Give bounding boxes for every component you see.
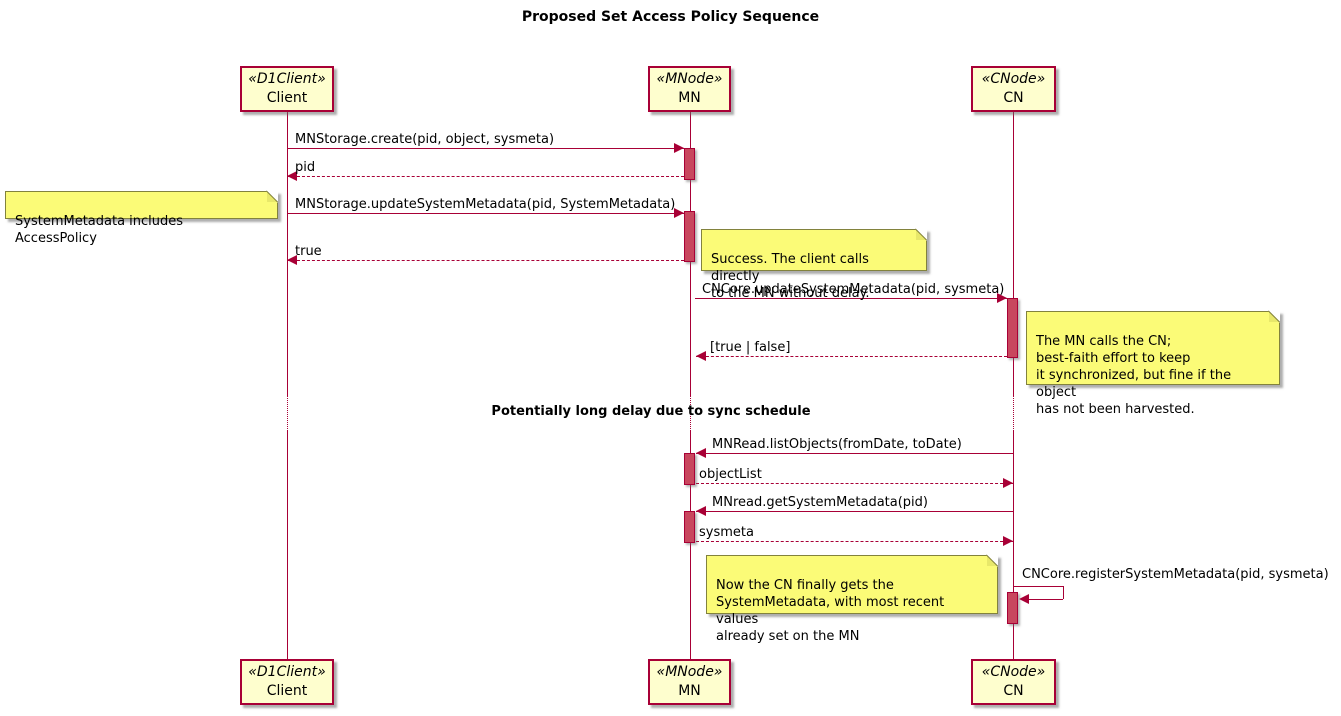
participant-mn-top: «MNode» MN bbox=[648, 66, 731, 112]
arrowhead-left bbox=[287, 171, 297, 181]
lifeline-mn bbox=[690, 431, 691, 659]
note-success: Success. The client calls directly to th… bbox=[701, 228, 928, 301]
activation-cn-register bbox=[1007, 592, 1018, 624]
message-getsysmeta-label: MNread.getSystemMetadata(pid) bbox=[712, 495, 928, 510]
message-update-mn-label: MNStorage.updateSystemMetadata(pid, Syst… bbox=[295, 197, 676, 212]
delay-label: Potentially long delay due to sync sched… bbox=[491, 404, 811, 419]
participant-client-top: «D1Client» Client bbox=[240, 66, 334, 112]
participant-cn-name: CN bbox=[1003, 683, 1024, 699]
lifeline-client bbox=[287, 112, 288, 396]
arrowhead-left bbox=[696, 351, 706, 361]
participant-cn-name: CN bbox=[1003, 90, 1024, 106]
note-success-text: Success. The client calls directly to th… bbox=[711, 252, 870, 301]
participant-client-stereotype: «D1Client» bbox=[248, 664, 326, 680]
note-finally-gets: Now the CN finally gets the SystemMetada… bbox=[706, 554, 999, 644]
note-best-faith-text: The MN calls the CN; best-faith effort t… bbox=[1036, 334, 1232, 417]
participant-cn-stereotype: «CNode» bbox=[981, 664, 1046, 680]
note-finally-gets-text: Now the CN finally gets the SystemMetada… bbox=[716, 578, 945, 644]
message-listobjects-label: MNRead.listObjects(fromDate, toDate) bbox=[712, 437, 962, 452]
participant-mn-stereotype: «MNode» bbox=[656, 664, 723, 680]
note-fold-icon bbox=[987, 555, 998, 566]
message-update-mn-line bbox=[287, 213, 684, 214]
note-access-policy-text: SystemMetadata includes AccessPolicy bbox=[15, 214, 184, 246]
message-sysmeta-line bbox=[696, 541, 1013, 542]
lifeline-client bbox=[287, 431, 288, 659]
lifeline-cn bbox=[1013, 431, 1014, 659]
arrowhead-left bbox=[696, 448, 706, 458]
arrowhead-right bbox=[1003, 478, 1013, 488]
message-update-cn-label: CNCore.updateSystemMetadata(pid, sysmeta… bbox=[702, 282, 1005, 297]
activation-mn-listobjects bbox=[684, 453, 695, 485]
message-true-label: true bbox=[295, 244, 322, 259]
message-register-line-side bbox=[1063, 586, 1064, 599]
arrowhead-left bbox=[287, 255, 297, 265]
message-register-label: CNCore.registerSystemMetadata(pid, sysme… bbox=[1022, 567, 1329, 582]
message-objectlist-label: objectList bbox=[699, 467, 762, 482]
participant-client-bottom: «D1Client» Client bbox=[240, 659, 334, 705]
note-access-policy: SystemMetadata includes AccessPolicy bbox=[5, 190, 279, 246]
arrowhead-left bbox=[696, 506, 706, 516]
message-sysmeta-label: sysmeta bbox=[699, 525, 754, 540]
message-pid-line bbox=[287, 176, 684, 177]
participant-client-name: Client bbox=[266, 90, 308, 106]
activation-mn-getsysmeta bbox=[684, 511, 695, 543]
message-objectlist-line bbox=[696, 483, 1013, 484]
arrowhead-right bbox=[674, 143, 684, 153]
message-true-line bbox=[287, 260, 684, 261]
participant-mn-name: MN bbox=[678, 683, 701, 699]
participant-cn-bottom: «CNode» CN bbox=[971, 659, 1056, 705]
lifeline-client-delay bbox=[287, 396, 288, 431]
arrowhead-left bbox=[1019, 594, 1029, 604]
note-fold-icon bbox=[916, 229, 927, 240]
participant-cn-stereotype: «CNode» bbox=[981, 71, 1046, 87]
arrowhead-right bbox=[997, 293, 1007, 303]
arrowhead-right bbox=[674, 208, 684, 218]
message-listobjects-line bbox=[696, 453, 1013, 454]
activation-mn-create bbox=[684, 148, 695, 180]
message-create-line bbox=[287, 148, 684, 149]
activation-cn-update bbox=[1007, 298, 1018, 358]
participant-mn-name: MN bbox=[678, 90, 701, 106]
participant-mn-stereotype: «MNode» bbox=[656, 71, 723, 87]
participant-client-name: Client bbox=[266, 683, 308, 699]
note-fold-icon bbox=[267, 191, 278, 202]
message-pid-label: pid bbox=[295, 160, 316, 175]
arrowhead-right bbox=[1003, 536, 1013, 546]
diagram-title: Proposed Set Access Policy Sequence bbox=[521, 9, 820, 25]
note-best-faith: The MN calls the CN; best-faith effort t… bbox=[1026, 310, 1281, 417]
activation-mn-update bbox=[684, 211, 695, 262]
message-getsysmeta-line bbox=[696, 511, 1013, 512]
message-update-cn-line bbox=[695, 298, 1007, 299]
lifeline-cn bbox=[1013, 112, 1014, 396]
message-register-line-bottom bbox=[1028, 599, 1063, 600]
lifeline-cn-delay bbox=[1013, 396, 1014, 431]
message-create-label: MNStorage.create(pid, object, sysmeta) bbox=[295, 132, 555, 147]
message-truefalse-label: [true | false] bbox=[710, 340, 791, 355]
message-truefalse-line bbox=[696, 356, 1007, 357]
note-fold-icon bbox=[1269, 311, 1280, 322]
message-register-line-top bbox=[1013, 586, 1063, 587]
participant-mn-bottom: «MNode» MN bbox=[648, 659, 731, 705]
lifeline-mn-delay bbox=[690, 396, 691, 431]
participant-cn-top: «CNode» CN bbox=[971, 66, 1056, 112]
participant-client-stereotype: «D1Client» bbox=[248, 71, 326, 87]
